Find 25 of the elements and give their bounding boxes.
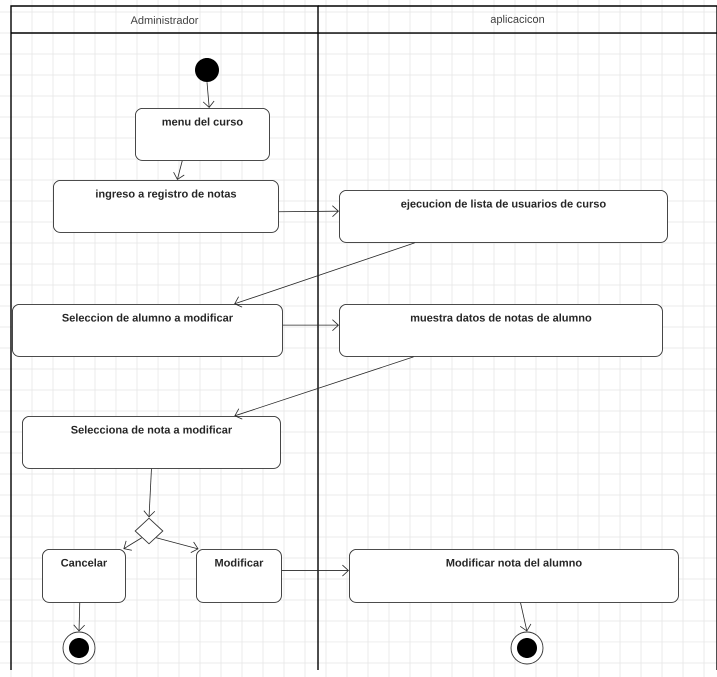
decision-diamond: [134, 518, 164, 544]
end-node: [510, 632, 544, 664]
arrow: [278, 205, 339, 218]
arrow: [520, 602, 532, 632]
action-box: Modificar nota del alumno: [349, 549, 679, 603]
action-box: Selecciona de nota a modificar: [22, 416, 281, 469]
arrow: [282, 564, 349, 576]
arrow: [173, 160, 185, 180]
arrow: [73, 602, 86, 632]
arrow: [123, 537, 142, 551]
action-box: muestra datos de notas de alumno: [339, 304, 663, 357]
start-node: [195, 58, 219, 82]
action-box: ingreso a registro de notas: [53, 180, 279, 233]
action-box: Modificar: [196, 549, 282, 603]
action-box: Seleccion de alumno a modificar: [12, 304, 283, 357]
arrow: [143, 468, 156, 518]
action-box: ejecucion de lista de usuarios de curso: [339, 190, 668, 243]
arrow: [156, 537, 199, 554]
end-node: [62, 632, 96, 664]
arrow: [234, 242, 416, 308]
arrow: [282, 319, 339, 332]
action-box: Cancelar: [42, 549, 126, 603]
arrow: [202, 82, 215, 108]
action-box: menu del curso: [135, 108, 270, 161]
arrow: [234, 356, 414, 420]
